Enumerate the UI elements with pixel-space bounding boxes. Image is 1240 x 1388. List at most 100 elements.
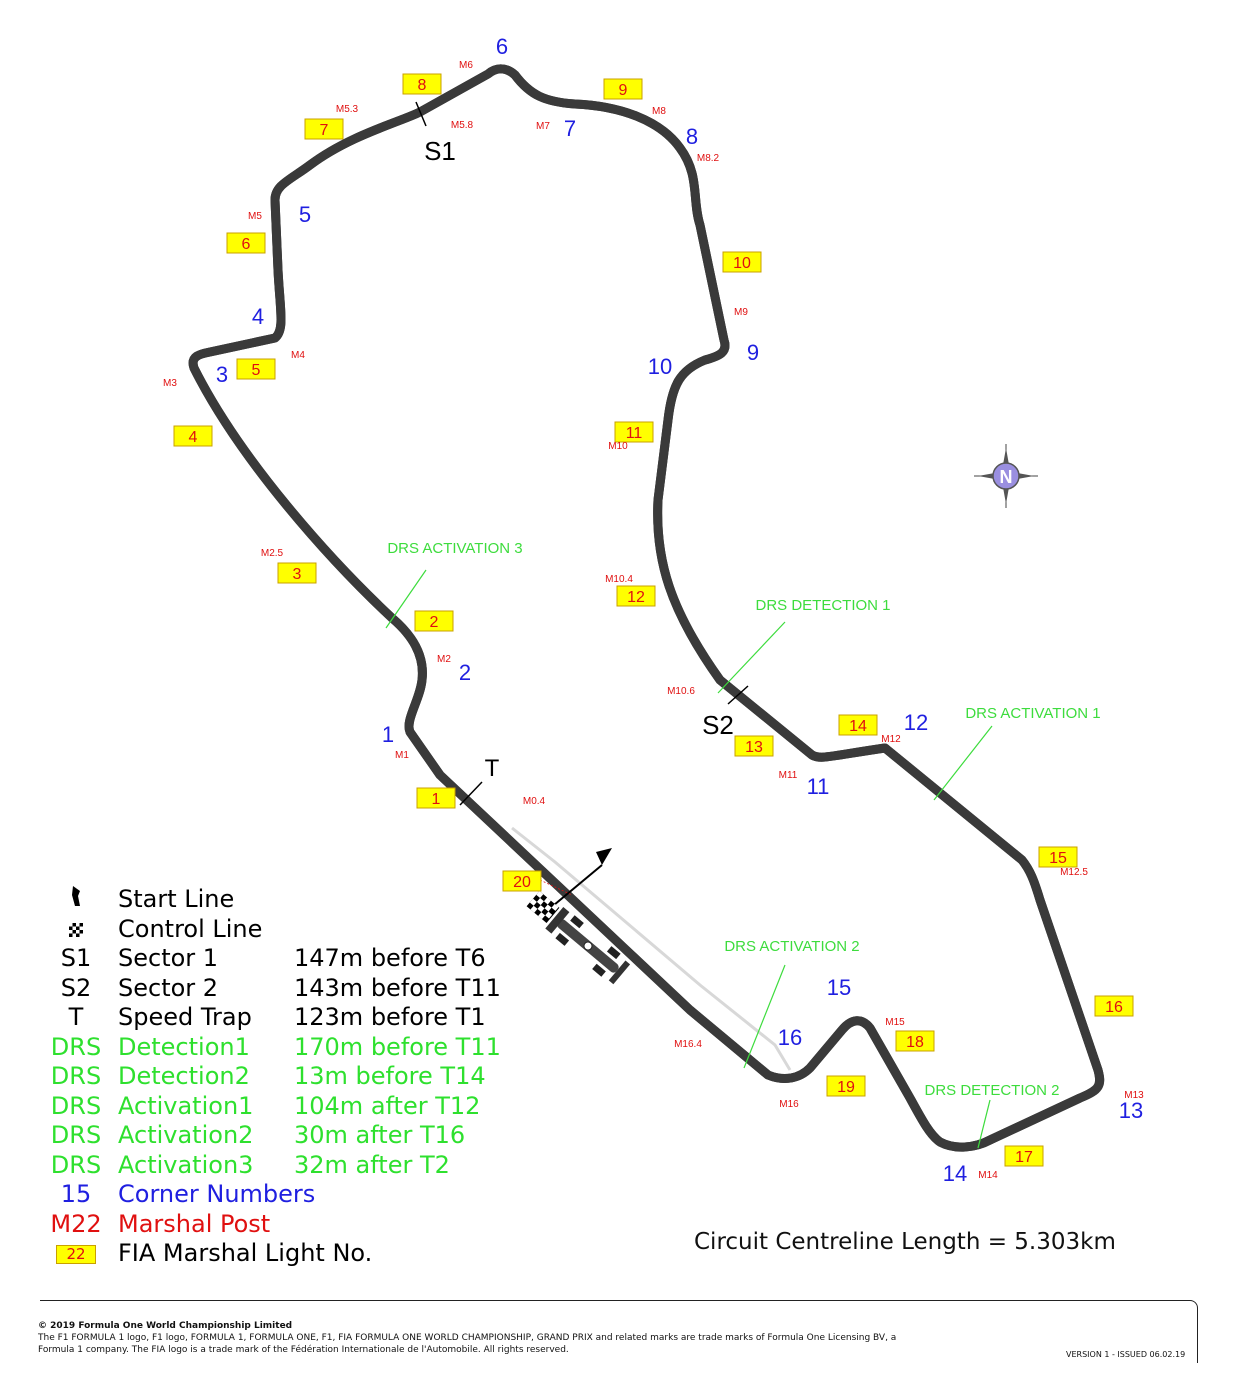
marshal-light-number: 18 <box>906 1034 924 1051</box>
marshal-light-15: 15 <box>1038 846 1078 868</box>
marshal-post-M16.4: M16.4 <box>674 1039 702 1050</box>
drs-label-3: DRS ACTIVATION 1 <box>965 705 1100 722</box>
legend-symbol: DRS <box>50 1121 102 1149</box>
marshal-light-20: 20 <box>502 870 542 892</box>
marshal-light-6: 6 <box>226 232 266 254</box>
corner-number-1: 1 <box>382 722 394 747</box>
marshal-post-M3: M3 <box>163 378 177 389</box>
marshal-light-1: 1 <box>416 787 456 809</box>
legend-symbol: T <box>68 1003 84 1031</box>
marshal-light-11: 11 <box>614 421 654 443</box>
corner-number-14: 14 <box>943 1161 967 1186</box>
legend-name: Control Line <box>118 914 263 943</box>
corner-number-13: 13 <box>1119 1098 1143 1123</box>
legend-description: 147m before T6 <box>294 944 486 972</box>
corner-number-4: 4 <box>252 304 264 329</box>
marshal-post-M11: M11 <box>779 770 798 781</box>
legend-symbol: M22 <box>50 1209 102 1238</box>
marshal-light-7: 7 <box>304 118 344 140</box>
marshal-light-number: 9 <box>619 82 628 99</box>
pit-lane <box>511 826 792 1071</box>
marshal-post-M10.4: M10.4 <box>605 574 633 585</box>
marshal-post-M15: M15 <box>885 1017 905 1028</box>
marshal-light-number: 7 <box>320 122 329 139</box>
corner-number-8: 8 <box>686 124 698 149</box>
marshal-light-number: 8 <box>418 77 427 94</box>
marshal-post-M0.4: M0.4 <box>523 796 546 807</box>
legend-description: 170m before T11 <box>294 1032 501 1061</box>
legend-description: 32m after T2 <box>294 1150 450 1179</box>
corner-number-5: 5 <box>299 202 311 227</box>
legend-name: Start Line <box>118 885 235 913</box>
legend-name: Sector 1 <box>118 944 219 972</box>
marshal-post-M2.5: M2.5 <box>261 548 284 559</box>
start-flag-icon <box>40 885 112 914</box>
marshal-light-number: 15 <box>1049 850 1067 867</box>
marshal-post-M5.3: M5.3 <box>336 104 359 115</box>
copyright: © 2019 Formula One World Championship Li… <box>38 1321 293 1331</box>
marshal-light-number: 10 <box>733 255 751 272</box>
marshal-light-16: 16 <box>1094 995 1134 1017</box>
light-20-leader <box>539 879 573 896</box>
marshal-post-M2: M2 <box>437 654 451 665</box>
chequered-flag-icon <box>40 915 112 944</box>
corner-number-7: 7 <box>564 116 576 141</box>
marshal-light-19: 19 <box>826 1075 866 1097</box>
legend-light-swatch: 22 <box>56 1244 96 1264</box>
marshal-post-M7: M7 <box>536 121 550 132</box>
corner-number-10: 10 <box>648 354 672 379</box>
corner-number-11: 11 <box>807 774 830 799</box>
timing-lines <box>415 101 749 806</box>
marshal-posts: M0.4M1M2M2.5M3M4M5M5.3M5.8M6M7M8M8.2M9M1… <box>163 60 1144 1181</box>
legend-name: Activation2 <box>118 1121 254 1149</box>
legend-symbol: S1 <box>60 944 92 972</box>
marshal-post-M5: M5 <box>248 211 262 222</box>
legend-symbol: S2 <box>60 973 92 1002</box>
marshal-light-10: 10 <box>722 251 762 273</box>
marshal-light-2: 2 <box>414 610 454 632</box>
legend-symbol: DRS <box>50 1062 102 1090</box>
marshal-post-M10.6: M10.6 <box>667 686 695 697</box>
drs-lines <box>385 569 993 1149</box>
legend-description: 13m before T14 <box>294 1062 486 1090</box>
legend-symbol: 15 <box>60 1180 92 1208</box>
marshal-light-14: 14 <box>838 714 878 736</box>
marshal-light-number: 14 <box>849 718 867 735</box>
marshal-light-18: 18 <box>895 1030 935 1052</box>
compass-rose-icon: N <box>974 444 1038 508</box>
marshal-light-5: 5 <box>236 358 276 380</box>
marshal-light-13: 13 <box>734 735 774 757</box>
marshal-post-M16: M16 <box>779 1099 799 1110</box>
sector-label-s2: S2 <box>702 710 734 740</box>
marshal-light-number: 20 <box>513 874 531 891</box>
footer: © 2019 Formula One World Championship Li… <box>38 1320 998 1356</box>
marshal-post-M4: M4 <box>291 350 305 361</box>
marshal-light-number: 12 <box>627 589 645 606</box>
footer-frame <box>40 1300 1198 1363</box>
legend-name: Speed Trap <box>118 1003 252 1031</box>
legend-name: Corner Numbers <box>118 1180 316 1208</box>
marshal-light-number: 11 <box>626 425 643 442</box>
marshal-light-number: 2 <box>430 614 439 631</box>
marshal-light-number: 5 <box>252 362 261 379</box>
legend-symbol: DRS <box>50 1032 102 1061</box>
corner-number-12: 12 <box>904 710 928 735</box>
compass-north-label: N <box>1000 467 1013 487</box>
marshal-light-17: 17 <box>1004 1145 1044 1167</box>
corner-number-3: 3 <box>216 362 228 387</box>
marshal-post-M5.8: M5.8 <box>451 120 474 131</box>
marshal-light-3: 3 <box>277 562 317 584</box>
marshal-light-number: 4 <box>189 429 198 446</box>
trademark-line-1: The F1 FORMULA 1 logo, F1 logo, FORMULA … <box>38 1333 897 1343</box>
sector-label-s1: S1 <box>424 136 456 166</box>
legend-symbol: DRS <box>50 1091 102 1120</box>
marshal-light-12: 12 <box>616 585 656 607</box>
marshal-light-number: 6 <box>242 236 251 253</box>
marshal-light-number: 19 <box>837 1079 855 1096</box>
legend-symbol: 22 <box>40 1239 112 1268</box>
legend-description: 143m before T11 <box>294 973 501 1002</box>
marshal-post-M12.5: M12.5 <box>1060 867 1088 878</box>
sector-label-t: T <box>485 755 500 782</box>
